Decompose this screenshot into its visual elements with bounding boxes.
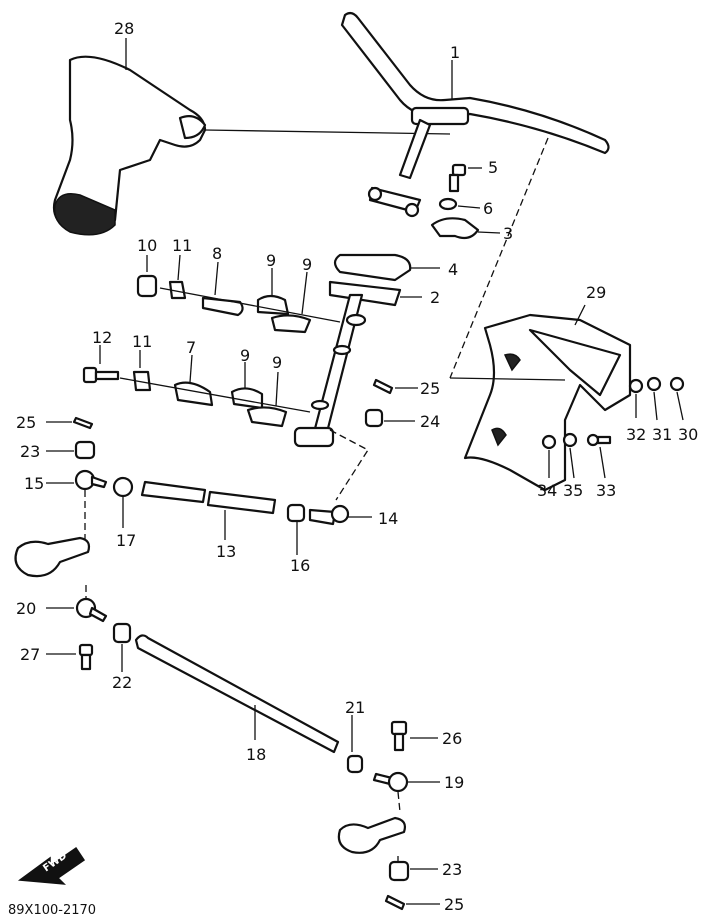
part-13-tie-rod [140, 480, 277, 540]
callout-labels: 1 2 3 4 5 6 7 8 9 9 9 9 10 11 11 12 13 1… [16, 19, 698, 914]
diagram-code: 89X100-2170 [8, 903, 96, 918]
part-33-screw [586, 433, 612, 479]
label-2: 2 [430, 288, 440, 307]
label-18: 18 [246, 745, 266, 764]
part-11-plate-lower [132, 350, 152, 392]
part-3-clamp [430, 217, 501, 240]
label-3: 3 [503, 224, 513, 243]
label-34: 34 [537, 481, 557, 500]
part-25-cotter-pin-left [46, 416, 94, 430]
part-28-grip [52, 55, 451, 236]
part-7-clamp [173, 354, 214, 407]
part-12-bolt [82, 345, 120, 384]
label-1: 1 [450, 43, 460, 62]
label-32: 32 [626, 425, 646, 444]
label-25-b: 25 [420, 379, 440, 398]
part-2-steering-column [293, 280, 422, 501]
part-30-screw [669, 376, 685, 421]
part-23-nut-left [46, 440, 96, 460]
part-18-long-tie-rod [134, 634, 340, 754]
label-20: 20 [16, 599, 36, 618]
label-23-a: 23 [20, 442, 40, 461]
steering-arm-upper [14, 536, 91, 578]
part-10-nut [136, 255, 158, 298]
part-31-nut [646, 376, 662, 421]
label-25-c: 25 [444, 895, 464, 914]
label-10: 10 [137, 236, 157, 255]
part-25-cotter-pin-center [372, 378, 418, 395]
part-29-cover [449, 304, 632, 492]
label-4: 4 [448, 260, 458, 279]
part-25-cotter-pin-lower [384, 894, 440, 911]
part-27-bolt [46, 643, 94, 671]
part-6-washer [438, 197, 481, 211]
label-28: 28 [114, 19, 134, 38]
label-8: 8 [212, 244, 222, 263]
label-27: 27 [20, 645, 40, 664]
part-14-ball-joint [308, 504, 372, 526]
part-24-nut-center [364, 408, 415, 428]
label-26: 26 [442, 729, 462, 748]
label-11-b: 11 [132, 332, 152, 351]
label-16: 16 [290, 556, 310, 575]
part-9-holder-lower-b [246, 371, 288, 428]
label-24: 24 [420, 412, 440, 431]
part-22-locknut [112, 622, 132, 672]
label-35: 35 [563, 481, 583, 500]
part-8-clamp [201, 261, 244, 317]
part-17-locknut [112, 476, 134, 528]
label-5: 5 [488, 158, 498, 177]
label-25-a: 25 [16, 413, 36, 432]
label-9-c: 9 [240, 346, 250, 365]
part-32-washer [628, 378, 644, 418]
part-9-holder-upper-b [270, 271, 312, 334]
part-9-holder-lower-a [230, 362, 264, 410]
steering-arm-lower [337, 816, 407, 866]
label-11-a: 11 [172, 236, 192, 255]
label-21: 21 [345, 698, 365, 717]
label-6: 6 [483, 199, 493, 218]
label-13: 13 [216, 542, 236, 561]
fwd-arrow-icon: FWD [17, 846, 86, 885]
label-9-b: 9 [302, 255, 312, 274]
label-15: 15 [24, 474, 44, 493]
part-26-bolt [390, 720, 438, 752]
part-19-ball-joint [372, 771, 440, 813]
label-29: 29 [586, 283, 606, 302]
label-22: 22 [112, 673, 132, 692]
label-19: 19 [444, 773, 464, 792]
label-12: 12 [92, 328, 112, 347]
part-5-bolt [448, 163, 482, 193]
label-17: 17 [116, 531, 136, 550]
label-33: 33 [596, 481, 616, 500]
part-1-handlebar [340, 11, 610, 379]
part-21-locknut [346, 715, 364, 774]
part-20-ball-joint [46, 585, 108, 623]
label-31: 31 [652, 425, 672, 444]
part-15-ball-joint [46, 469, 108, 540]
label-9-a: 9 [266, 251, 276, 270]
label-9-d: 9 [272, 353, 282, 372]
label-7: 7 [186, 338, 196, 357]
label-30: 30 [678, 425, 698, 444]
part-35-nut [562, 432, 578, 479]
part-34-washer [541, 434, 557, 478]
part-16-locknut [286, 503, 306, 555]
part-11-plate-upper [168, 254, 187, 300]
label-23-b: 23 [442, 860, 462, 879]
part-4-upper-bracket [333, 253, 440, 282]
part-23-nut-lower [388, 860, 438, 882]
label-14: 14 [378, 509, 398, 528]
